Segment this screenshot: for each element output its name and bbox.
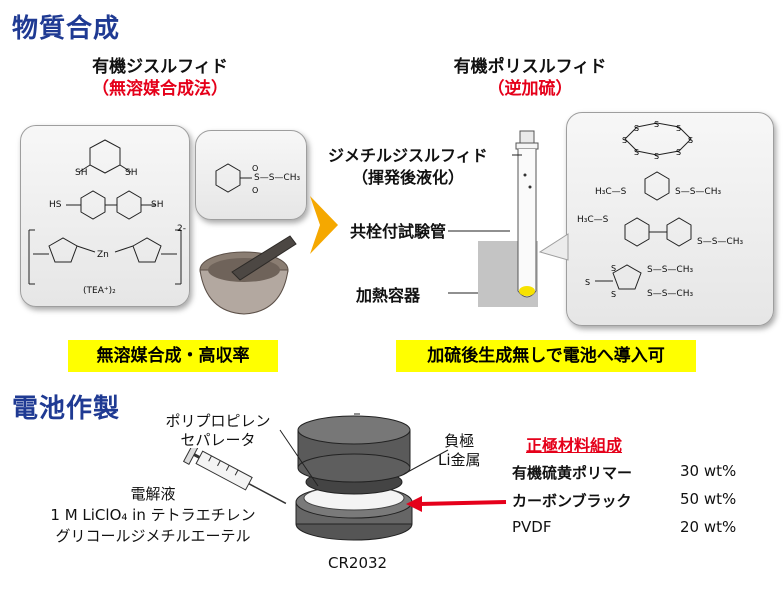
m3-a-label: S—S—CH₃ [647, 265, 694, 275]
sulfonate-label: S—S—CH₃ [254, 173, 301, 183]
charge-label: 2- [177, 224, 186, 234]
composition-name: 有機硫黄ポリマー [512, 464, 633, 482]
composition-value: 30 wt% [680, 462, 737, 480]
anode-label: 負極 Li金属 [438, 432, 481, 470]
right-heading: 有機ポリスルフィド （逆加硫） [420, 56, 640, 100]
left-heading-text: 有機ジスルフィド [92, 57, 228, 77]
tube-liquid [519, 286, 535, 296]
sulfonate-bubble: O O S—S—CH₃ [195, 130, 307, 220]
right-result-band: 加硫後生成無しで電池へ導入可 [396, 340, 696, 372]
dithiole-ring [612, 264, 642, 290]
volatile-label: （揮発後液化） [352, 168, 465, 187]
biphenyl-ring-a [624, 217, 650, 247]
separator-label-2: セパレータ [180, 431, 256, 449]
separator-label: ポリプロピレン セパレータ [148, 412, 288, 450]
svg-text:S: S [654, 120, 659, 129]
sulfonate-structure: O O [215, 163, 258, 195]
benzene-ring-2 [644, 171, 670, 201]
cathode-arrow [419, 500, 507, 506]
svg-text:S: S [676, 148, 681, 157]
svg-text:S: S [611, 264, 616, 273]
synthesis-title: 物質合成 [12, 14, 121, 44]
electrolyte-label-3: グリコールジメチルエーテル [55, 527, 251, 545]
test-tube-apparatus [448, 130, 539, 307]
svg-text:S: S [622, 136, 627, 145]
anode-label-2: Li金属 [438, 451, 481, 469]
svg-text:S: S [611, 290, 616, 299]
biphenyl-dithiol [66, 190, 156, 220]
composition-name: カーボンブラック [512, 492, 632, 510]
svg-text:S: S [634, 124, 639, 133]
composition-value: 50 wt% [680, 490, 737, 508]
m2-left-label: H₃C—S [577, 215, 609, 225]
right-heading-text: 有機ポリスルフィド [453, 57, 607, 77]
composition-row: PVDF [512, 518, 552, 536]
test-tube [517, 149, 537, 298]
electrolyte-label-1: 電解液 [130, 485, 176, 503]
m2-right-label: S—S—CH₃ [697, 237, 744, 247]
mortar-pestle-image [199, 235, 297, 315]
m3-b-label: S—S—CH₃ [647, 289, 694, 299]
svg-text:O: O [252, 186, 258, 195]
battery-title: 電池作製 [12, 394, 121, 424]
tube-label: 共栓付試験管 [350, 222, 447, 241]
left-heading: 有機ジスルフィド （無溶媒合成法） [60, 56, 260, 100]
composition-row: 有機硫黄ポリマー [512, 462, 632, 483]
bubble-pointer [538, 233, 569, 261]
zn-complex [28, 229, 182, 285]
separator-label-1: ポリプロピレン [165, 412, 271, 430]
sh-biphenyl-label: SH [151, 200, 164, 210]
dimethyl-disulfide-label: ジメチルジスルフィド [328, 146, 488, 165]
svg-text:S: S [585, 278, 590, 287]
composition-row: カーボンブラック [512, 490, 632, 511]
benzene-dithiol [78, 139, 132, 174]
heater-label: 加熱容器 [356, 286, 421, 305]
right-method: （逆加硫） [487, 79, 573, 99]
cell-name: CR2032 [328, 554, 388, 572]
cell-pointers [279, 429, 507, 512]
tea-label: (TEA⁺)₂ [83, 286, 116, 296]
syringe-icon [182, 448, 287, 505]
left-method: （無溶媒合成法） [92, 79, 228, 99]
anode-pointer [403, 449, 449, 475]
hs-biphenyl-label: HS [49, 200, 62, 210]
sh-label-1: SH [75, 168, 88, 178]
electrolyte-label: 電解液 1 M LiClO₄ in テトラエチレン グリコールジメチルエーテル [8, 484, 298, 547]
zn-label: Zn [97, 250, 109, 260]
left-result-band: 無溶媒合成・高収率 [68, 340, 278, 372]
process-arrow [310, 196, 338, 254]
anode-label-1: 負極 [444, 432, 475, 450]
m1-left-label: H₃C—S [595, 187, 627, 197]
svg-text:S: S [676, 124, 681, 133]
sh-label-2: SH [125, 168, 138, 178]
svg-text:S: S [654, 152, 659, 161]
electrolyte-label-2: 1 M LiClO₄ in テトラエチレン [50, 506, 256, 524]
biphenyl-ring-b [666, 217, 692, 247]
separator-pointer [279, 429, 319, 487]
left-molecule-bubble: SH SH HS SH Zn (TEA⁺)₂ 2- [20, 125, 190, 307]
composition-value: 20 wt% [680, 518, 737, 536]
dithiol-structures [28, 139, 182, 285]
svg-text:O: O [252, 164, 258, 173]
coin-cell-diagram [295, 413, 413, 541]
svg-text:S: S [688, 136, 693, 145]
svg-text:S: S [634, 148, 639, 157]
composition-name: PVDF [512, 518, 552, 536]
composition-title: 正極材料組成 [526, 436, 623, 455]
m1-right-label: S—S—CH₃ [675, 187, 722, 197]
